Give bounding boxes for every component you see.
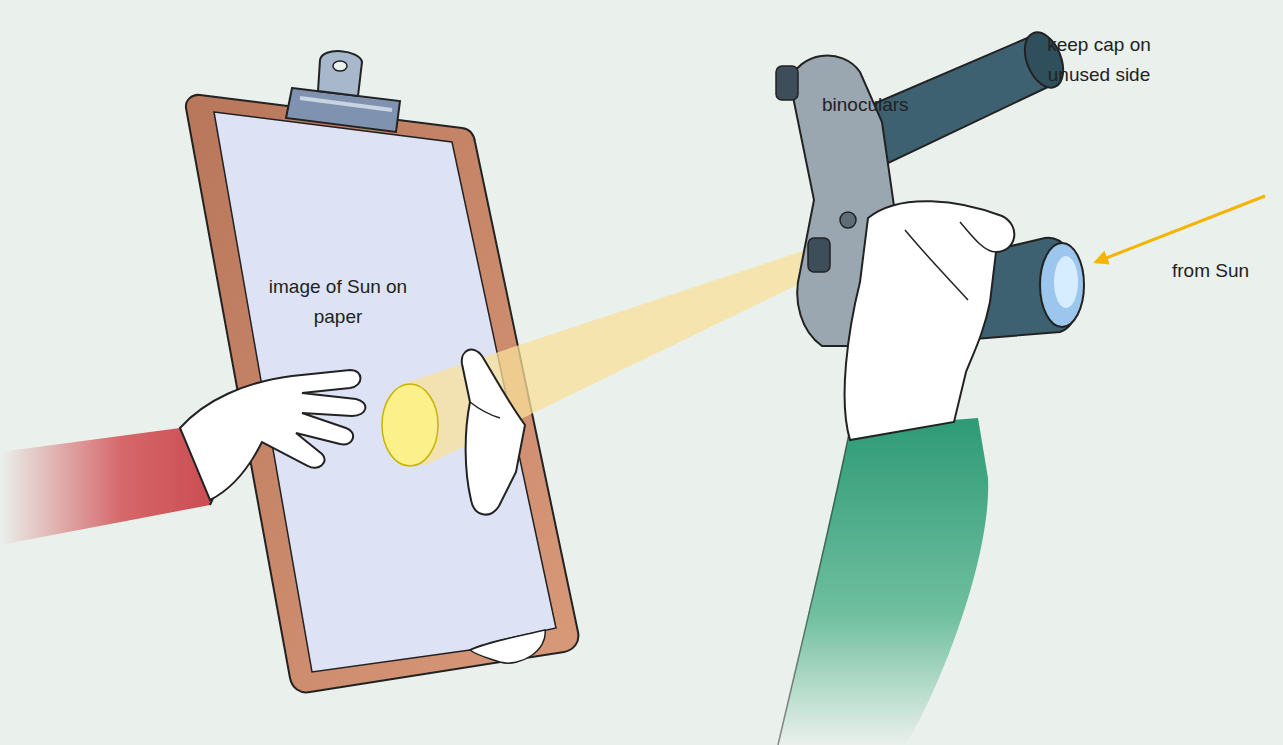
focus-wheel (840, 212, 856, 228)
sleeve-edge (778, 428, 850, 745)
sun-image (382, 384, 438, 466)
part-label: binoculars (822, 90, 962, 120)
instruction-note: keep cap on unused side (1040, 30, 1158, 90)
clip-shine (300, 98, 392, 110)
sunlight-arrow (1096, 196, 1265, 262)
eyepiece (808, 238, 830, 272)
finger-line (905, 230, 968, 300)
green-arm (778, 418, 988, 745)
hand-holding-board (462, 350, 525, 515)
objective-lens (1040, 243, 1084, 327)
binocular-hand (845, 201, 1015, 440)
source-label: from Sun (1172, 256, 1282, 286)
hand-on-paper (180, 370, 365, 500)
clip-ring (318, 51, 362, 96)
thumb-line (470, 402, 500, 418)
paper-curl (470, 630, 545, 663)
finger-line (960, 222, 996, 252)
left-hand (180, 370, 365, 500)
image-label: image of Sun on paper (268, 272, 408, 332)
lens-glint (1054, 256, 1078, 308)
light-beam (382, 246, 828, 466)
right-hand (462, 350, 525, 515)
hand-holding-binoculars (845, 201, 1015, 440)
clip-hole (333, 61, 347, 71)
green-sleeve (778, 418, 988, 745)
eyepiece (776, 66, 798, 100)
